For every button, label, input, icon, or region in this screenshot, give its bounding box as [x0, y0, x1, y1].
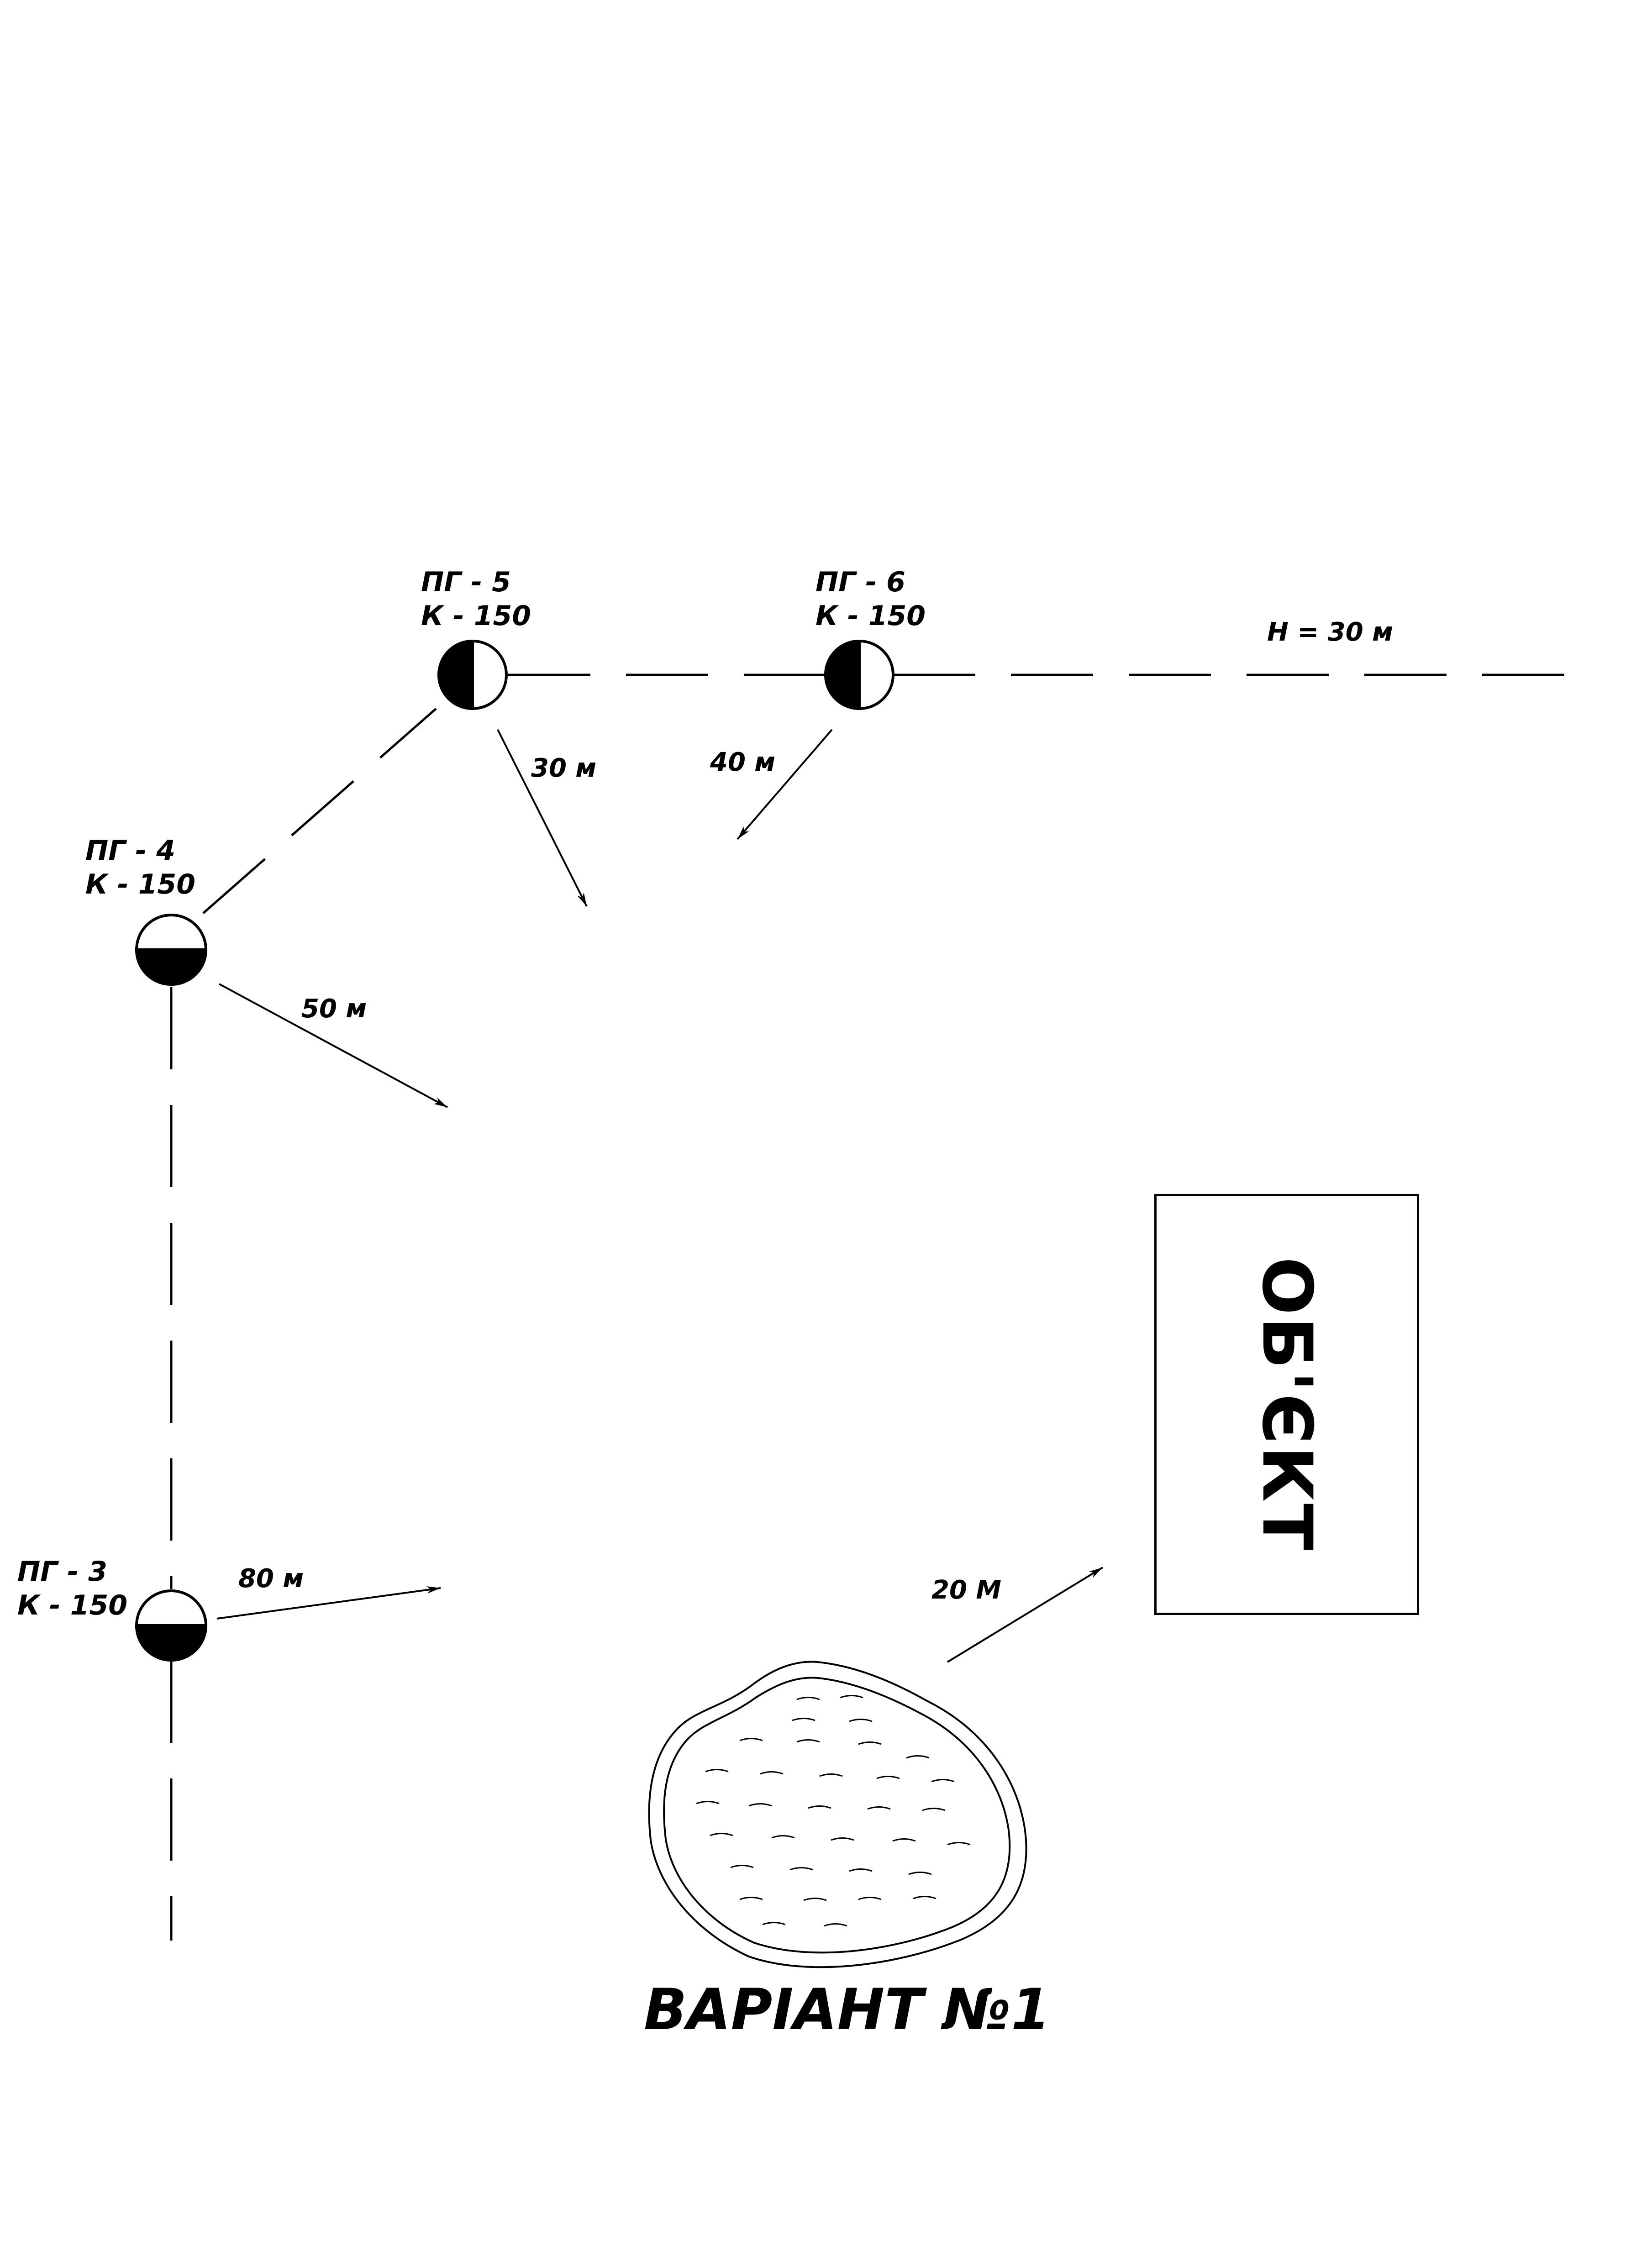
hydrant-name: ПГ - 3: [17, 1556, 107, 1588]
hydrant-name: ПГ - 5: [421, 566, 511, 598]
water-main-lines: [170, 673, 1571, 1941]
page-title: ВАРІАНТ №1: [644, 1977, 1051, 2043]
pond-water-marks: [696, 1695, 971, 1927]
distance-label-pg5: 30 м: [531, 753, 597, 783]
pond-outer-outline: [648, 1661, 1027, 1968]
pond-inner-outline: [663, 1677, 1011, 1954]
hydrant-spec: К - 150: [17, 1589, 127, 1621]
distance-label-pg6: 40 м: [710, 747, 776, 777]
hydrant-pg4-symbol: [135, 914, 208, 986]
hydrant-pg4-label: ПГ - 4 К - 150: [85, 834, 195, 901]
object-label: ОБ'ЄКТ: [1247, 1257, 1326, 1552]
distance-label-pg3: 80 м: [238, 1564, 304, 1594]
hydrant-name: ПГ - 6: [815, 566, 905, 598]
hydrant-pg6-label: ПГ - 6 К - 150: [815, 565, 926, 633]
hydrant-pg5-symbol: [437, 639, 508, 710]
pond-symbol: [648, 1661, 1027, 1968]
hydrant-pg3-symbol: [135, 1589, 208, 1662]
hydrant-spec: К - 150: [815, 600, 926, 632]
hydrant-pg3-label: ПГ - 3 К - 150: [17, 1555, 127, 1622]
arrow-pg5: [497, 729, 588, 907]
distance-label-pg4: 50 м: [301, 994, 367, 1024]
arrow-pg3: [216, 1586, 441, 1620]
pipe-label: Н = 30 м: [1267, 617, 1393, 647]
hydrant-spec: К - 150: [85, 868, 195, 900]
distance-label-pond: 20 М: [931, 1575, 1002, 1605]
arrow-pg6: [737, 729, 833, 840]
object-building: ОБ'ЄКТ: [1154, 1194, 1419, 1615]
pipe-pg4-pg5: [202, 708, 437, 914]
hydrant-name: ПГ - 4: [85, 835, 175, 867]
hydrant-pg6-symbol: [824, 639, 894, 710]
hydrant-pg5-label: ПГ - 5 К - 150: [421, 565, 531, 633]
arrow-pg4: [219, 983, 448, 1108]
hydrant-spec: К - 150: [421, 600, 531, 632]
arrow-pond: [947, 1567, 1104, 1663]
